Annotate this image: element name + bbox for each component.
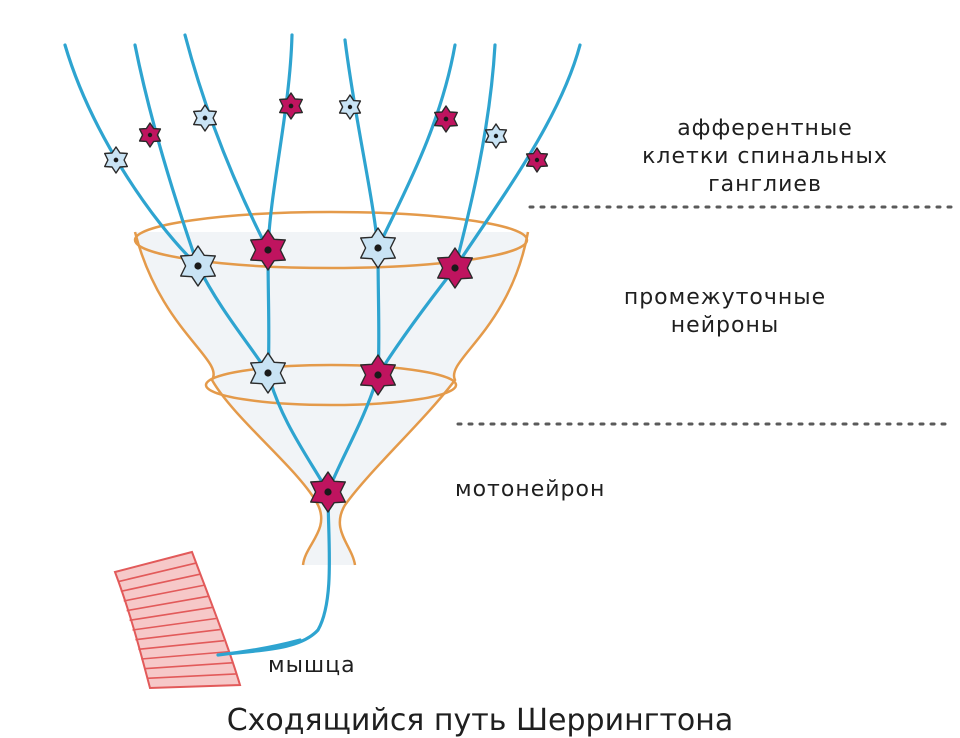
muscle-striation — [132, 617, 217, 631]
axon-line — [453, 43, 497, 270]
star-neuron-icon — [249, 352, 286, 394]
axon-line — [343, 38, 380, 250]
muscle-label: мышца — [268, 653, 356, 678]
axon-line — [133, 43, 200, 268]
interneurons-label-line1: промежуточные — [623, 285, 827, 310]
convergent-pathway-diagram: афферентные клетки спинальных ганглиев п… — [63, 33, 957, 738]
muscle-icon — [113, 550, 302, 690]
neuron-nucleus — [493, 133, 499, 139]
muscle-striation — [126, 595, 209, 612]
axon-line — [63, 43, 200, 268]
neuron-nucleus — [324, 488, 332, 496]
muscle-striation — [129, 606, 213, 622]
muscle-striation — [120, 573, 201, 593]
star-neuron-icon — [338, 94, 362, 120]
afferent-label-line2: клетки спинальных — [642, 144, 888, 169]
star-neuron-icon — [437, 247, 473, 289]
star-neuron-icon — [179, 245, 217, 287]
diagram-canvas — [63, 33, 957, 690]
axon-line — [183, 33, 270, 252]
axon-line — [216, 490, 332, 657]
neuron-nucleus — [534, 157, 540, 163]
star-neuron-icon — [103, 146, 129, 174]
motor-axon-end — [216, 638, 302, 657]
neuron-nucleus — [374, 371, 382, 379]
funnel-left-wall — [133, 231, 323, 566]
neuron-nucleus — [202, 115, 208, 121]
star-neuron-icon — [310, 471, 346, 513]
diagram-caption: Сходящийся путь Шеррингтона — [226, 703, 734, 738]
star-neuron-icon — [525, 147, 549, 173]
star-neuron-icon — [484, 123, 508, 149]
star-neuron-icon — [138, 122, 162, 148]
neuron-nucleus — [194, 262, 202, 270]
star-neuron-icon — [360, 227, 396, 269]
interneurons-label: промежуточные нейроны — [560, 284, 890, 340]
muscle-striation — [141, 650, 229, 660]
neuron-nucleus — [374, 244, 382, 252]
star-neuron-icon — [249, 229, 286, 271]
funnel-body — [135, 232, 528, 565]
star-neuron-icon — [192, 104, 218, 132]
muscle-striation — [117, 562, 197, 583]
afferent-label-line1: афферентные — [677, 116, 853, 141]
motoneuron-label: мотонейрон — [455, 477, 606, 502]
star-neuron-icon — [360, 354, 396, 396]
funnel-middle-rim — [204, 363, 458, 407]
level-dividers — [456, 205, 957, 426]
muscle-striation — [138, 639, 225, 651]
neurons — [103, 92, 549, 513]
neuron-nucleus — [264, 246, 272, 254]
interneurons-label-line2: нейроны — [670, 313, 780, 338]
neuron-nucleus — [113, 157, 119, 163]
neuron-nucleus — [147, 132, 153, 138]
afferent-label: афферентные клетки спинальных ганглиев — [585, 115, 945, 199]
afferent-label-line3: ганглиев — [708, 172, 822, 197]
funnel-right-wall — [338, 231, 530, 566]
neuron-nucleus — [288, 103, 294, 109]
neuron-nucleus — [451, 264, 459, 272]
muscle-striation — [123, 584, 205, 602]
neuron-nucleus — [264, 369, 272, 377]
muscle-striation — [135, 628, 221, 641]
funnel-top-rim — [133, 210, 529, 270]
neuron-nucleus — [443, 116, 449, 122]
muscle-striation — [144, 662, 233, 670]
muscle-striation — [147, 673, 237, 680]
star-neuron-icon — [279, 92, 303, 120]
axon-line — [266, 33, 294, 252]
axon-paths — [63, 33, 582, 657]
axon-line — [376, 43, 457, 250]
star-neuron-icon — [434, 105, 458, 133]
spinal-cord-funnel — [133, 210, 530, 566]
axon-line — [453, 43, 582, 270]
neuron-nucleus — [347, 104, 353, 110]
